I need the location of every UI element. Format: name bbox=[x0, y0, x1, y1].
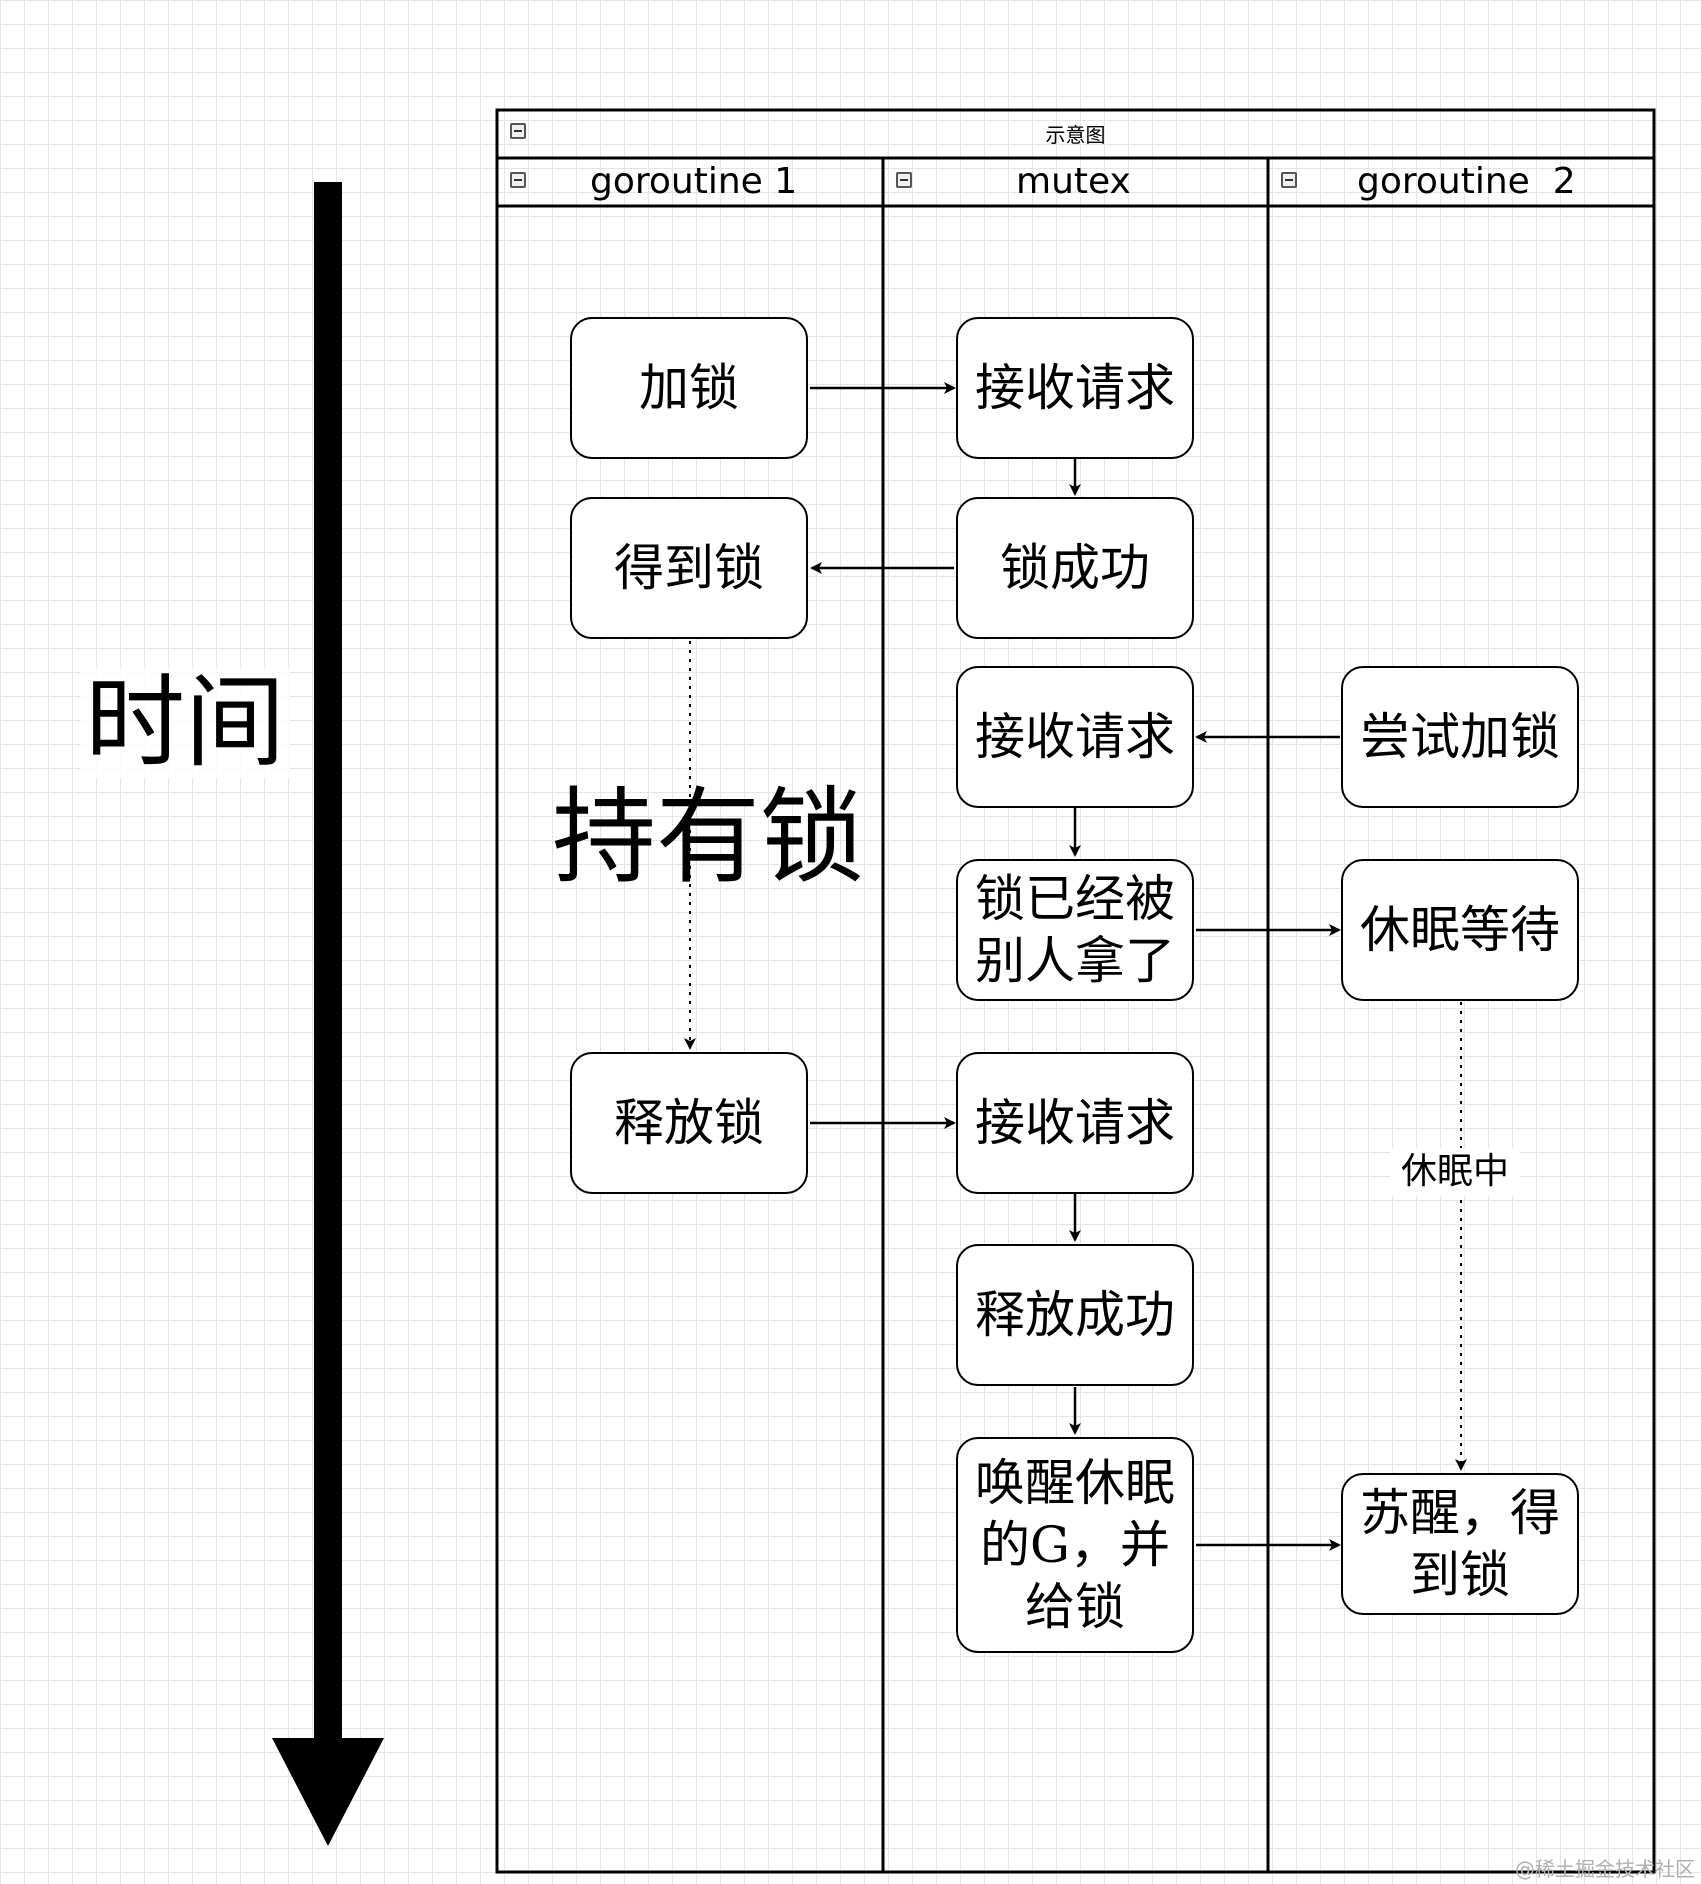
node-recv-request-3-text: 接收请求 bbox=[975, 1094, 1175, 1152]
node-wake-and-give[interactable]: 唤醒休眠的G，并给锁 bbox=[956, 1437, 1194, 1653]
pool-collapse-icon[interactable] bbox=[510, 123, 526, 139]
pool-title: 示意图 bbox=[1045, 123, 1106, 147]
node-wake-and-give-text: 唤醒休眠的G，并给锁 bbox=[975, 1454, 1175, 1636]
lane-mutex-header: mutex bbox=[1016, 161, 1131, 202]
node-lock-text: 加锁 bbox=[639, 359, 739, 417]
node-try-lock-text: 尝试加锁 bbox=[1360, 708, 1560, 766]
node-recv-request-1[interactable]: 接收请求 bbox=[956, 317, 1194, 459]
node-sleep-wait[interactable]: 休眠等待 bbox=[1341, 859, 1579, 1001]
node-release-success[interactable]: 释放成功 bbox=[956, 1244, 1194, 1386]
node-sleep-wait-text: 休眠等待 bbox=[1360, 901, 1560, 959]
node-recv-request-1-text: 接收请求 bbox=[975, 359, 1175, 417]
node-release-success-text: 释放成功 bbox=[975, 1286, 1175, 1344]
node-wake-got-lock[interactable]: 苏醒，得到锁 bbox=[1341, 1473, 1579, 1615]
node-try-lock[interactable]: 尝试加锁 bbox=[1341, 666, 1579, 808]
lane-goroutine1-header: goroutine 1 bbox=[590, 161, 798, 202]
node-lock-taken[interactable]: 锁已经被别人拿了 bbox=[956, 859, 1194, 1001]
sleeping-label: 休眠中 bbox=[1390, 1148, 1520, 1196]
lane-goroutine2-collapse-icon[interactable] bbox=[1281, 172, 1297, 188]
node-wake-got-lock-text: 苏醒，得到锁 bbox=[1360, 1484, 1560, 1604]
lane-goroutine1-collapse-icon[interactable] bbox=[510, 172, 526, 188]
watermark: @稀土掘金技术社区 bbox=[1515, 1857, 1695, 1881]
node-got-lock-text: 得到锁 bbox=[614, 539, 764, 597]
node-recv-request-3[interactable]: 接收请求 bbox=[956, 1052, 1194, 1194]
time-axis-label: 时间 bbox=[80, 668, 290, 778]
node-lock-taken-text: 锁已经被别人拿了 bbox=[975, 870, 1175, 990]
node-lock-success[interactable]: 锁成功 bbox=[956, 497, 1194, 639]
lane-mutex-collapse-icon[interactable] bbox=[896, 172, 912, 188]
node-got-lock[interactable]: 得到锁 bbox=[570, 497, 808, 639]
node-lock-success-text: 锁成功 bbox=[1000, 539, 1150, 597]
time-axis-arrowhead bbox=[272, 1738, 384, 1846]
node-lock[interactable]: 加锁 bbox=[570, 317, 808, 459]
node-recv-request-2-text: 接收请求 bbox=[975, 708, 1175, 766]
node-recv-request-2[interactable]: 接收请求 bbox=[956, 666, 1194, 808]
node-release-text: 释放锁 bbox=[614, 1094, 764, 1152]
holding-lock-label: 持有锁 bbox=[552, 776, 865, 898]
node-release[interactable]: 释放锁 bbox=[570, 1052, 808, 1194]
pool-border bbox=[495, 108, 1656, 1874]
time-axis-shaft bbox=[314, 182, 342, 1752]
lane-goroutine2-header: goroutine 2 bbox=[1357, 161, 1576, 202]
